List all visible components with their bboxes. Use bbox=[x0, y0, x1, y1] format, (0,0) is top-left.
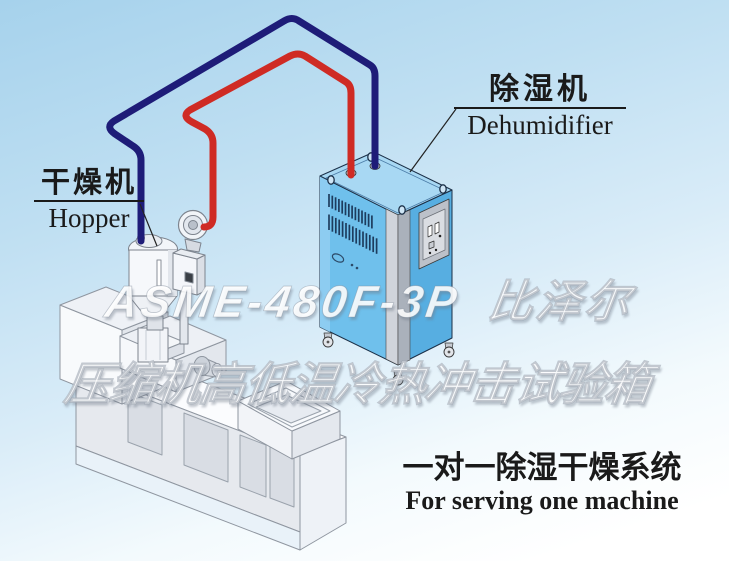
hopper-pointer-line bbox=[139, 203, 158, 247]
panel-switch bbox=[428, 240, 435, 250]
injection-housing-top bbox=[59, 286, 169, 331]
machine-panel bbox=[239, 434, 267, 498]
edge-highlight bbox=[320, 176, 330, 332]
vent-hole bbox=[350, 263, 354, 267]
casters bbox=[322, 332, 455, 386]
dehumidifier-unit bbox=[319, 151, 455, 386]
caption: 一对一除湿干燥系统 For serving one machine bbox=[390, 450, 694, 516]
return-hose-blue bbox=[106, 15, 379, 245]
supply-hose-red bbox=[182, 50, 355, 231]
blower-flange bbox=[184, 238, 202, 253]
caster-hub bbox=[396, 378, 400, 382]
panel-button bbox=[427, 224, 433, 238]
lifting-eyelet bbox=[439, 184, 447, 194]
machine-right-face bbox=[299, 436, 347, 551]
lifting-eyelet bbox=[327, 175, 335, 185]
mold-cover-frame bbox=[247, 387, 331, 428]
machine-base-skirt bbox=[75, 445, 301, 551]
hopper-label-zh: 干燥机 bbox=[34, 167, 144, 202]
blower-hub bbox=[188, 220, 198, 230]
handle-cutout bbox=[331, 253, 345, 263]
nozzle-tip bbox=[211, 363, 223, 377]
lifting-eyelet bbox=[398, 205, 406, 215]
panel-dot bbox=[438, 234, 442, 238]
panel-dot bbox=[428, 251, 432, 255]
corner-column-left bbox=[385, 208, 399, 366]
corner-column-right bbox=[397, 209, 411, 366]
dehumidifier-label-zh: 除湿机 bbox=[454, 74, 626, 109]
mold-cover-window bbox=[255, 394, 322, 424]
sight-glass bbox=[156, 259, 162, 287]
hopper-outlet bbox=[146, 315, 164, 331]
hopper-stand bbox=[137, 327, 169, 363]
support-post bbox=[179, 291, 189, 345]
hopper-label: 干燥机 Hopper bbox=[34, 167, 144, 233]
caster-hub bbox=[326, 340, 330, 344]
panel-dot bbox=[434, 248, 438, 252]
vent-hole bbox=[355, 266, 359, 270]
control-box-side bbox=[196, 254, 206, 296]
machine-panel bbox=[183, 412, 229, 483]
machine-panel bbox=[127, 391, 163, 456]
caption-zh: 一对一除湿干燥系统 bbox=[402, 450, 682, 485]
vent-slats bbox=[328, 194, 378, 254]
control-box-button bbox=[184, 271, 194, 284]
molding-machine bbox=[59, 286, 347, 551]
panel-button bbox=[434, 221, 440, 235]
nozzle-flange bbox=[193, 356, 211, 376]
dehumidifier-label: 除湿机 Dehumidifier bbox=[454, 74, 626, 140]
hopper-label-en: Hopper bbox=[48, 203, 130, 233]
hopper-dryer bbox=[128, 209, 209, 363]
control-panel-inset bbox=[422, 208, 446, 261]
dehumidifier-label-en: Dehumidifier bbox=[467, 110, 613, 140]
dehumidifier-pointer-line bbox=[409, 108, 457, 173]
caster-hub bbox=[447, 350, 451, 354]
caption-en: For serving one machine bbox=[405, 486, 679, 515]
control-box-top bbox=[172, 248, 206, 260]
